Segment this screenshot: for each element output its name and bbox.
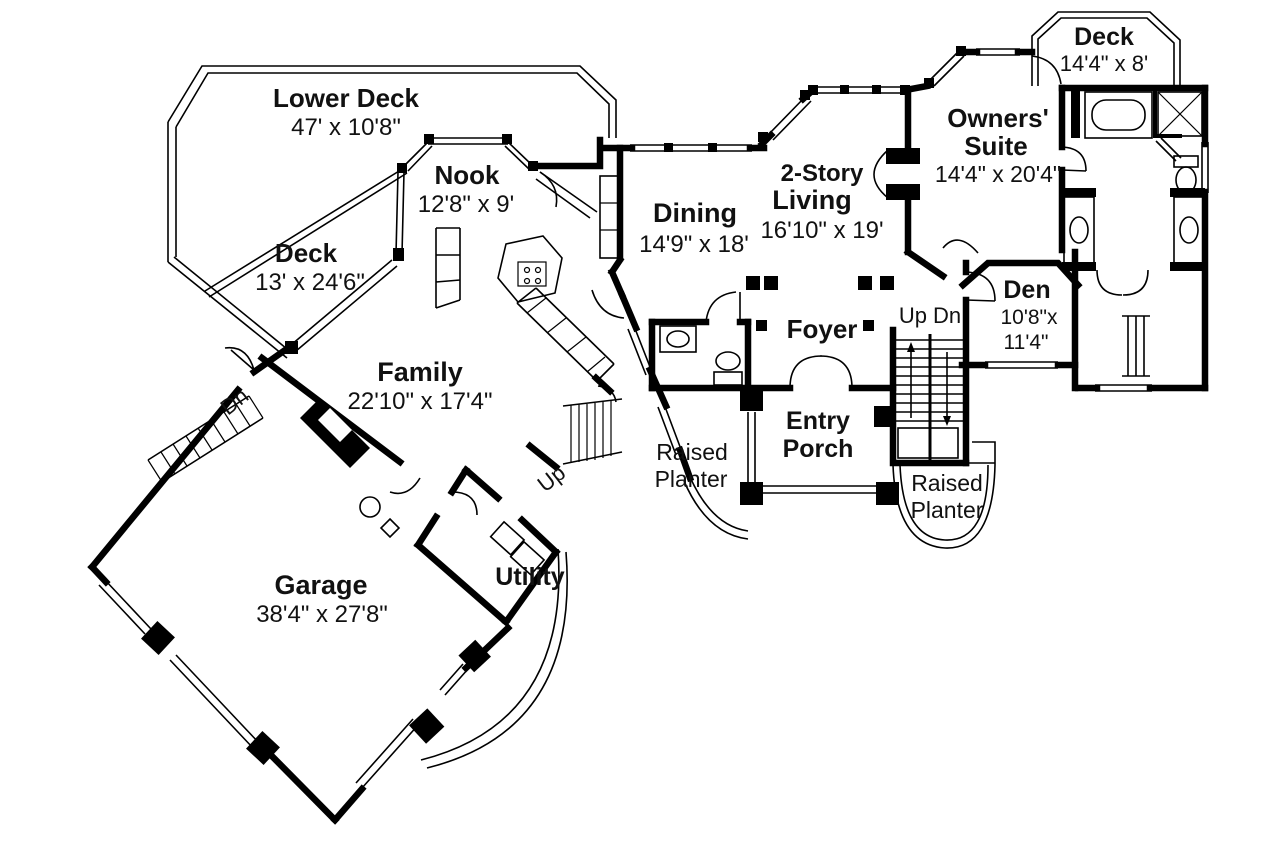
label-suite-1: Owners' (947, 103, 1049, 133)
label-updn: Up Dn (899, 303, 961, 328)
label-living-2: Living (772, 185, 852, 215)
back-staircase (562, 398, 623, 465)
label-utility: Utility (495, 563, 565, 591)
label-living-dim: 16'10" x 19' (760, 217, 883, 244)
label-lower-deck-dim: 47' x 10'8" (291, 114, 401, 141)
label-planter-right-1: Raised (911, 470, 983, 496)
label-suite-dim: 14'4" x 20'4" (935, 161, 1061, 187)
label-upper-deck: Deck (1074, 23, 1134, 51)
labels: Lower Deck 47' x 10'8" Deck 13' x 24'6" … (216, 23, 1149, 628)
windows (98, 48, 1209, 789)
label-den-dim-2: 11'4" (1004, 331, 1049, 354)
fireplace-family (300, 398, 370, 468)
label-entry-porch-1: Entry (786, 407, 850, 435)
label-garage-dim: 38'4" x 27'8" (256, 601, 388, 628)
label-family: Family (377, 357, 463, 387)
label-up: Up (533, 460, 571, 497)
label-den-dim-1: 10'8"x (1000, 306, 1058, 329)
kitchen (435, 171, 621, 382)
label-garage: Garage (274, 570, 367, 600)
label-entry-porch-2: Porch (783, 435, 854, 463)
label-suite-2: Suite (964, 131, 1028, 161)
label-foyer: Foyer (787, 314, 858, 344)
label-den: Den (1003, 276, 1050, 304)
label-planter-left-1: Raised (656, 439, 728, 465)
label-living-1: 2-Story (781, 160, 864, 187)
label-nook: Nook (435, 160, 501, 190)
label-lower-deck: Lower Deck (273, 83, 419, 113)
label-upper-deck-dim: 14'4" x 8' (1060, 51, 1148, 76)
label-side-deck-dim: 13' x 24'6" (255, 269, 365, 296)
fireplace-living (873, 148, 920, 200)
deck-outlines (167, 11, 1181, 769)
label-planter-right-2: Planter (911, 497, 984, 523)
label-dining-dim: 14'9" x 18' (639, 231, 749, 258)
label-nook-dim: 12'8" x 9' (418, 191, 514, 218)
main-staircase (896, 334, 963, 460)
deck-staircase (147, 395, 264, 483)
label-side-deck: Deck (275, 238, 338, 268)
label-dining: Dining (653, 198, 737, 228)
walk-in-closet (1122, 315, 1150, 377)
utility-appliances (359, 496, 546, 576)
label-family-dim: 22'10" x 17'4" (348, 388, 493, 415)
label-planter-left-2: Planter (655, 466, 728, 492)
powder-room (659, 325, 743, 386)
owners-bath (1063, 91, 1205, 264)
door-arcs (224, 55, 1149, 516)
posts (141, 46, 1205, 765)
